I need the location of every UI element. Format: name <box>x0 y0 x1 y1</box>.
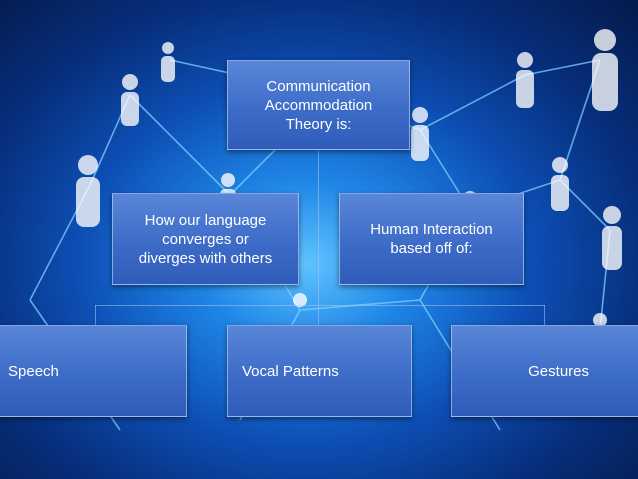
root-node-communication-accommodation-theory: Communication Accommodation Theory is: <box>227 60 410 150</box>
root-node-label: Communication Accommodation Theory is: <box>264 77 373 133</box>
leaf-node-vocal-patterns: Vocal Patterns <box>227 325 412 417</box>
branch-left-label: How our language converges or diverges w… <box>138 211 273 267</box>
leaf-node-gestures: Gestures <box>451 325 638 417</box>
leaf-node-speech: Speech <box>0 325 187 417</box>
connector-leaf-left <box>95 305 96 325</box>
connector-root-vertical <box>318 150 319 326</box>
leaf-speech-label: Speech <box>8 362 59 380</box>
branch-node-language-convergence: How our language converges or diverges w… <box>112 193 299 285</box>
connector-leaves-horizontal <box>95 305 545 306</box>
branch-right-label: Human Interaction based off of: <box>370 221 493 257</box>
leaf-gestures-label: Gestures <box>528 362 589 380</box>
leaf-vocal-patterns-label: Vocal Patterns <box>242 362 339 380</box>
branch-node-human-interaction: Human Interaction based off of: <box>339 193 524 285</box>
connector-leaf-right <box>544 305 545 325</box>
